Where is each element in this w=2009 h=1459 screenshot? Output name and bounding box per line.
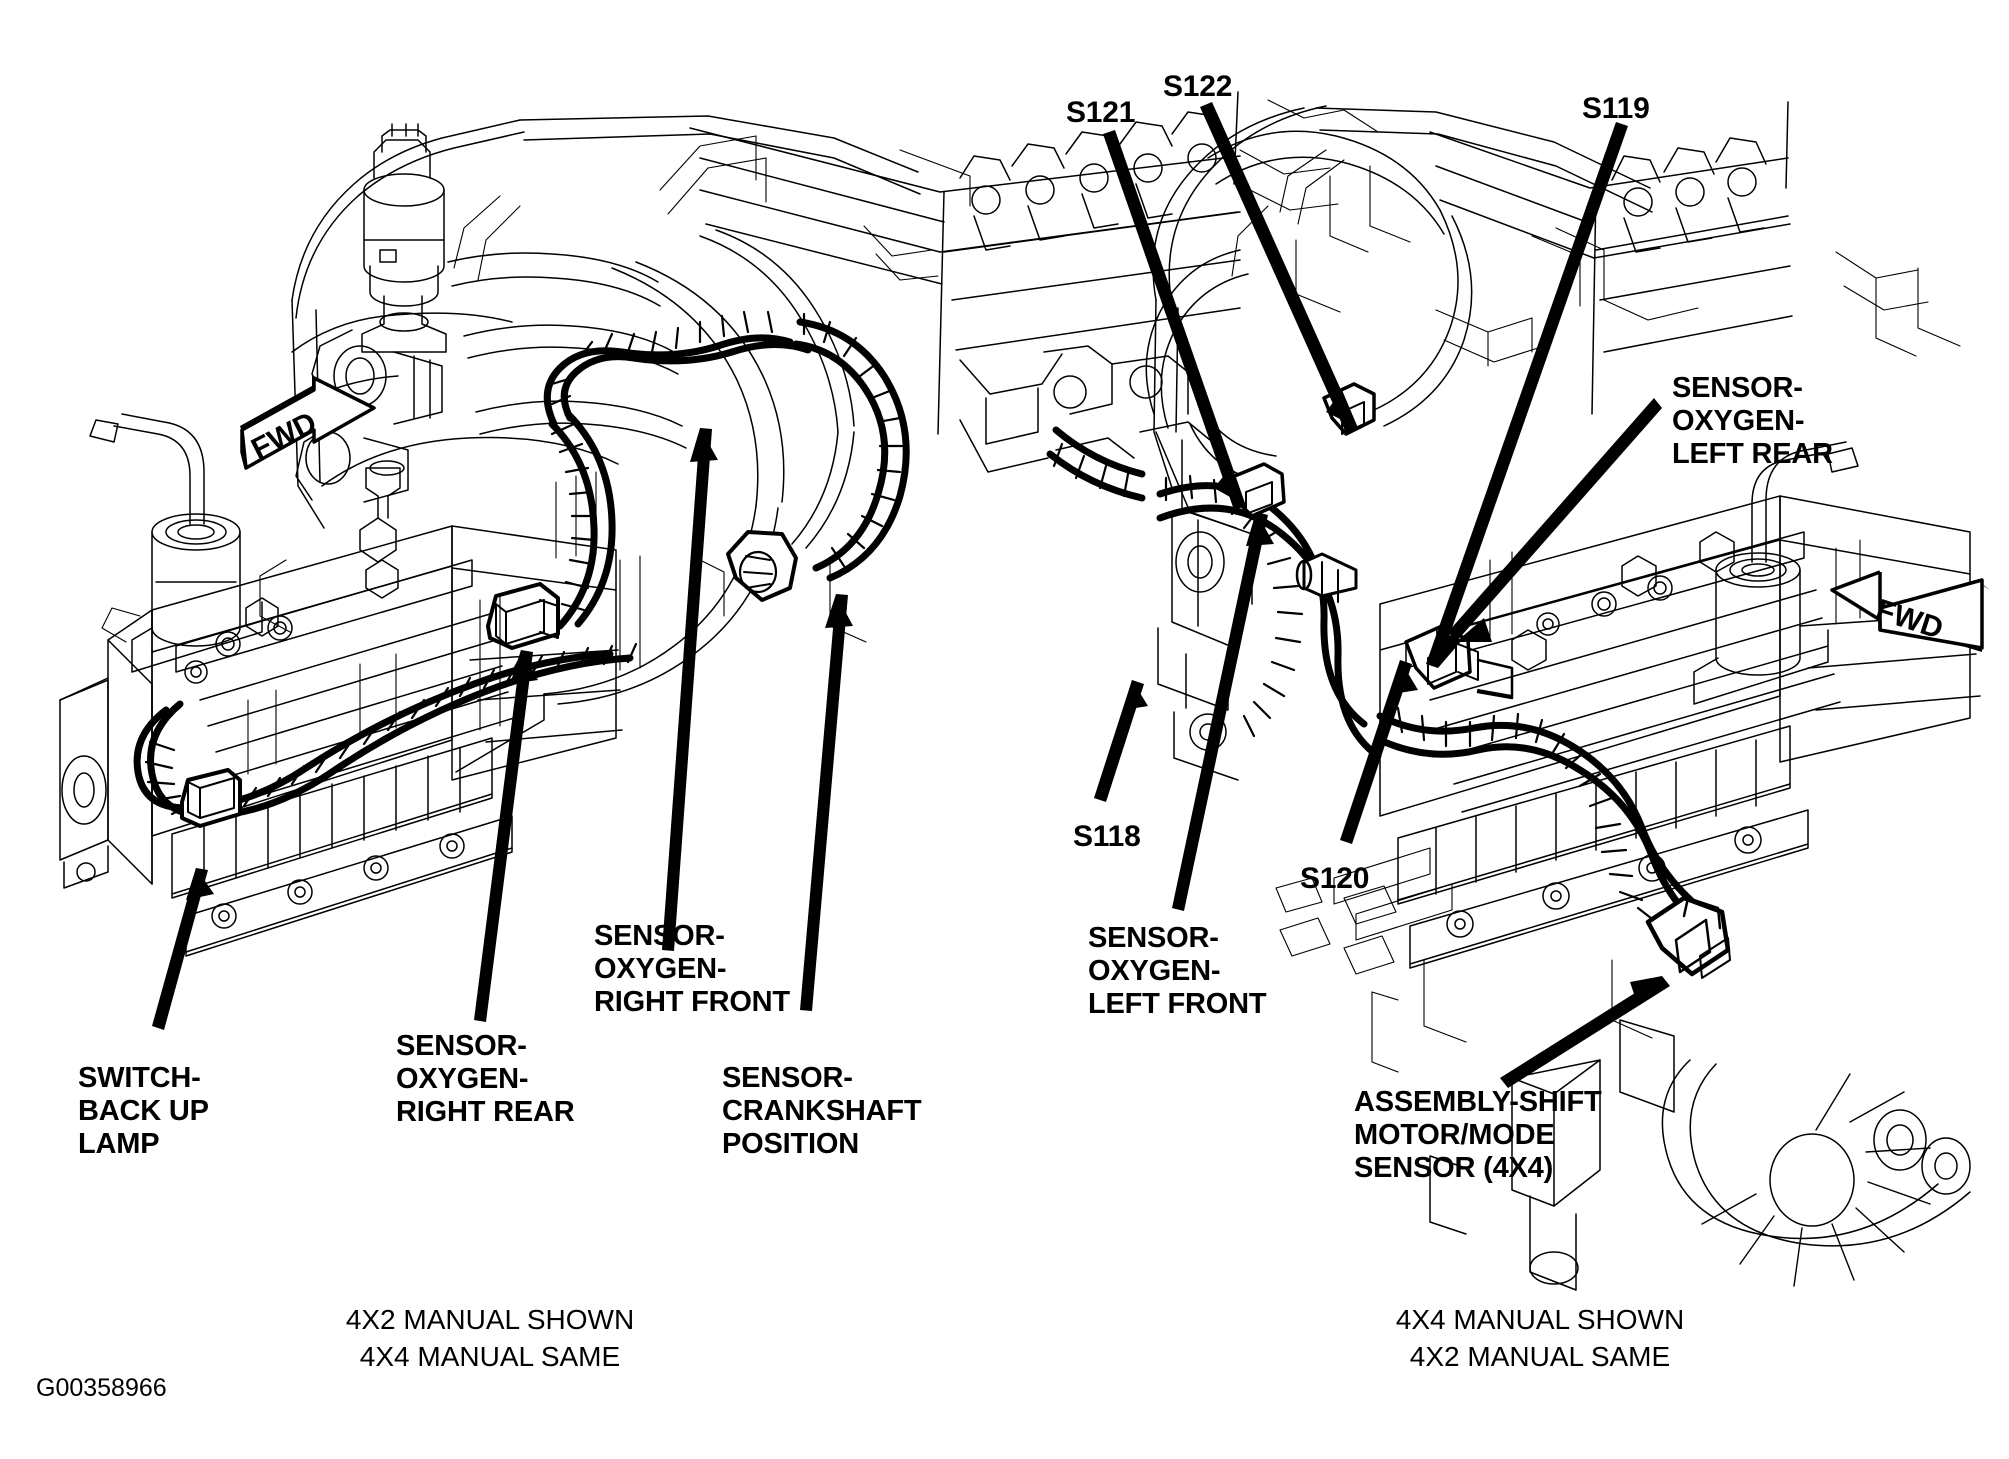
callout-line-1: ASSEMBLY-SHIFT [1354, 1086, 1602, 1118]
callout-sensor-oxygen-right-rear: SENSOR- OXYGEN- RIGHT REAR [396, 1030, 575, 1129]
callout-sensor-crankshaft-position: SENSOR- CRANKSHAFT POSITION [722, 1062, 922, 1161]
callout-line-3: LAMP [78, 1128, 160, 1161]
caption-left-panel: 4X2 MANUAL SHOWN 4X4 MANUAL SAME [250, 1302, 730, 1376]
figure-id-code: G00358966 [36, 1374, 167, 1402]
callout-line-2: OXYGEN- [594, 953, 727, 986]
callout-line-1: SENSOR- [1088, 922, 1219, 954]
callout-line-2: MOTOR/MODE [1354, 1119, 1555, 1152]
fwd-arrow-left-panel: FWD [234, 374, 384, 487]
callout-line-3: LEFT FRONT [1088, 988, 1267, 1021]
callout-line-2: BACK UP [78, 1095, 209, 1128]
callout-line-2: OXYGEN- [396, 1063, 529, 1096]
caption-line-1: 4X4 MANUAL SHOWN [1395, 1304, 1685, 1335]
callout-line-1: SENSOR- [722, 1062, 853, 1094]
callout-line-2: OXYGEN- [1088, 955, 1221, 988]
callout-sensor-oxygen-right-front: SENSOR- OXYGEN- RIGHT FRONT [594, 920, 790, 1019]
fwd-arrow-right-panel: FWD [1822, 562, 1994, 687]
splice-ref-s121: S121 [1066, 96, 1136, 129]
callout-line-3: POSITION [722, 1128, 859, 1161]
caption-right-panel: 4X4 MANUAL SHOWN 4X2 MANUAL SAME [1300, 1302, 1780, 1376]
splice-ref-s118: S118 [1073, 820, 1141, 853]
callout-line-1: SWITCH- [78, 1062, 201, 1094]
caption-line-2: 4X4 MANUAL SAME [359, 1340, 621, 1372]
callout-sensor-oxygen-left-rear: SENSOR- OXYGEN- LEFT REAR [1672, 372, 1833, 471]
callout-line-1: SENSOR- [396, 1030, 527, 1062]
callout-line-1: SENSOR- [1672, 372, 1803, 404]
splice-ref-s122: S122 [1163, 70, 1233, 103]
callout-line-2: CRANKSHAFT [722, 1095, 922, 1128]
callout-assembly-shift-motor-mode-sensor: ASSEMBLY-SHIFT MOTOR/MODE SENSOR (4X4) [1354, 1086, 1602, 1185]
caption-line-1: 4X2 MANUAL SHOWN [345, 1304, 635, 1335]
callout-line-3: SENSOR (4X4) [1354, 1152, 1554, 1185]
callout-line-1: SENSOR- [594, 920, 725, 952]
callout-line-3: LEFT REAR [1672, 438, 1833, 471]
caption-line-2: 4X2 MANUAL SAME [1409, 1340, 1671, 1372]
splice-ref-s119: S119 [1582, 92, 1650, 125]
callout-switch-back-up-lamp: SWITCH- BACK UP LAMP [78, 1062, 209, 1161]
callout-line-2: OXYGEN- [1672, 405, 1805, 438]
splice-ref-s120: S120 [1300, 862, 1370, 895]
callout-sensor-oxygen-left-front: SENSOR- OXYGEN- LEFT FRONT [1088, 922, 1267, 1021]
callout-line-3: RIGHT FRONT [594, 986, 790, 1019]
callout-line-3: RIGHT REAR [396, 1096, 575, 1129]
